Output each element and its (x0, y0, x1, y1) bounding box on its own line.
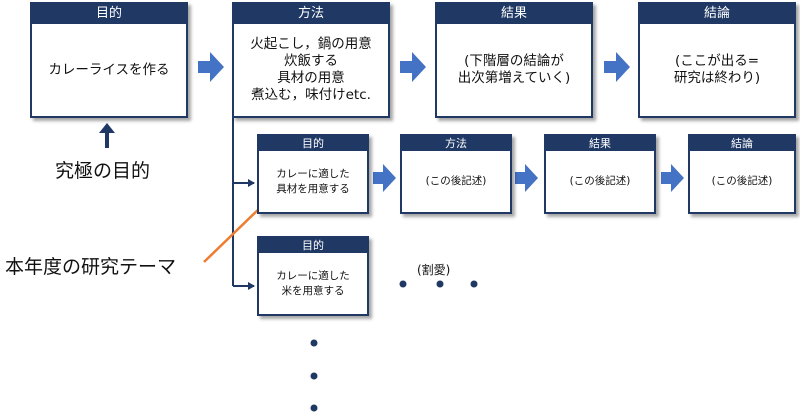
ellipsis-dot (310, 404, 318, 412)
box-header: 結果 (546, 136, 654, 151)
box-header: 方法 (234, 4, 388, 24)
theme-pointer-line (203, 205, 263, 263)
box-body-text: 火起こし，鍋の用意 炊飯する 具材の用意 煮込む，味付けetc. (250, 36, 372, 103)
bottom-purpose-box: 目的 カレーに適した 米を用意する (257, 236, 369, 316)
this-year-theme-label: 本年度の研究テーマ (5, 256, 177, 278)
box-body-text: (この後記述) (711, 175, 773, 187)
box-header: 結論 (640, 4, 794, 24)
ultimate-goal-up-arrowhead (99, 123, 115, 133)
box-header: 方法 (402, 136, 510, 151)
top-conclusion-box: 結論 (ここが出る= 研究は終わり) (638, 2, 796, 118)
box-header: 目的 (259, 136, 367, 151)
ultimate-goal-label: 究極の目的 (55, 160, 151, 182)
mid-result-box: 結果 (この後記述) (544, 134, 656, 214)
ellipsis-dot (436, 280, 444, 288)
flow-arrow-6 (661, 164, 684, 192)
ellipsis-dot (470, 280, 478, 288)
flow-arrow-2 (400, 52, 426, 82)
box-body-text: (ここが出る= 研究は終わり) (673, 53, 761, 86)
mid-purpose-box: 目的 カレーに適した 具材を用意する (257, 134, 369, 214)
ellipsis-dot (399, 280, 407, 288)
mid-method-box: 方法 (この後記述) (400, 134, 512, 214)
box-header: 目的 (259, 238, 367, 253)
top-result-box: 結果 (下階層の結論が 出次第増えていく) (435, 2, 593, 118)
flow-arrow-5 (515, 164, 538, 192)
omitted-label: (割愛) (417, 263, 451, 277)
box-body-text: カレーに適した 具材を用意する (276, 167, 350, 195)
ellipsis-dot (310, 372, 318, 380)
box-body-text: カレーライスを作る (48, 61, 170, 78)
box-header: 結論 (690, 136, 794, 151)
mid-conclusion-box: 結論 (この後記述) (688, 134, 796, 214)
box-header: 結果 (437, 4, 591, 24)
top-method-box: 方法 火起こし，鍋の用意 炊飯する 具材の用意 煮込む，味付けetc. (232, 2, 390, 118)
flow-arrow-4 (373, 164, 396, 192)
box-body-text: カレーに適した 米を用意する (276, 269, 350, 297)
box-header: 目的 (32, 4, 186, 24)
box-body-text: (下階層の結論が 出次第増えていく) (457, 53, 571, 86)
box-body-text: (この後記述) (425, 175, 487, 187)
ellipsis-dot (310, 339, 318, 347)
box-body-text: (この後記述) (569, 175, 631, 187)
flow-arrow-1 (198, 52, 224, 82)
flow-arrow-3 (604, 52, 630, 82)
top-purpose-box: 目的 カレーライスを作る (30, 2, 188, 118)
